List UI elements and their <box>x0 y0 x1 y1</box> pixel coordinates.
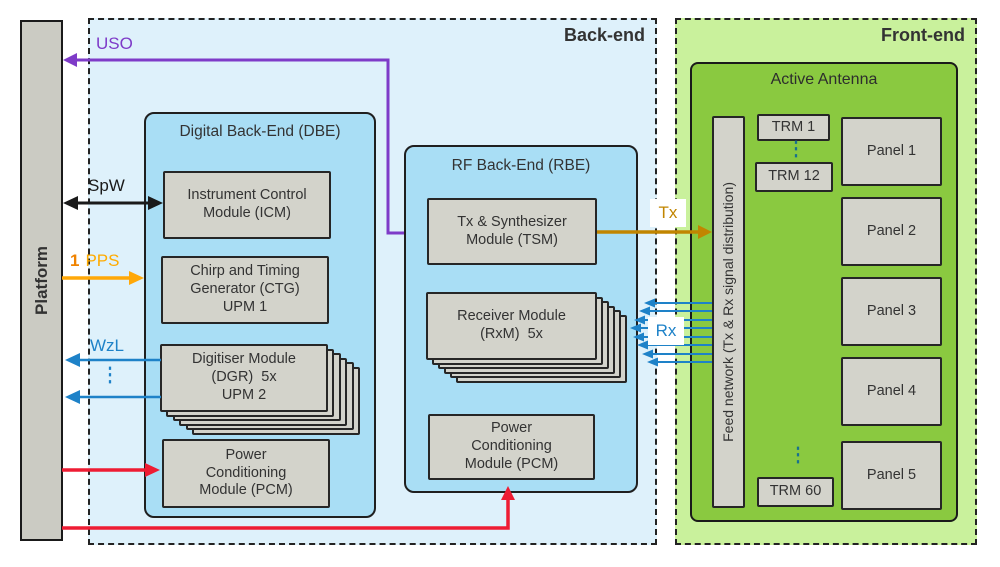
frontend-label: Front-end <box>881 25 965 45</box>
dgr-module-stack: Digitiser Module (DGR) 5x UPM 2 <box>160 344 372 439</box>
panel-box: Panel 5 <box>841 441 942 510</box>
platform-label: Platform <box>31 246 51 315</box>
ctg-module: Chirp and Timing Generator (CTG) UPM 1 <box>161 256 329 324</box>
panel-box: Panel 2 <box>841 197 942 266</box>
rx-label: Rx <box>648 317 684 345</box>
dbe-title: Digital Back-End (DBE) <box>179 123 341 140</box>
panel-box: Panel 3 <box>841 277 942 346</box>
pcm-module-dbe: Power Conditioning Module (PCM) <box>162 439 330 508</box>
tx-label: Tx <box>650 199 686 227</box>
dgr-module: Digitiser Module (DGR) 5x UPM 2 <box>160 344 328 412</box>
pps-prefix: 1 <box>70 251 80 270</box>
uso-label: USO <box>96 34 133 53</box>
rxm-module-stack: Receiver Module (RxM) 5x <box>426 292 638 387</box>
spw-label: SpW <box>88 176 125 195</box>
rxm-module: Receiver Module (RxM) 5x <box>426 292 597 360</box>
pps-text: PPS <box>85 251 120 270</box>
trm-dots: ⋮ <box>790 444 806 466</box>
wzl-dots: ⋮ <box>102 364 118 386</box>
platform-box: Platform <box>20 20 63 541</box>
panel-box: Panel 4 <box>841 357 942 426</box>
wzl-label: WzL <box>90 336 124 355</box>
feed-network-box: Feed network (Tx & Rx signal distributio… <box>712 116 745 508</box>
tsm-module: Tx & Synthesizer Module (TSM) <box>427 198 597 265</box>
trm-12-box: TRM 12 <box>755 162 833 192</box>
icm-module: Instrument Control Module (ICM) <box>163 171 331 239</box>
pps-label: 1 PPS <box>70 251 120 271</box>
feed-network-label: Feed network (Tx & Rx signal distributio… <box>719 182 736 442</box>
backend-label: Back-end <box>563 25 645 45</box>
trm-60-box: TRM 60 <box>757 477 834 507</box>
pcm-module-rbe: Power Conditioning Module (PCM) <box>428 414 595 480</box>
trm-1-box: TRM 1 <box>757 114 830 141</box>
panel-box: Panel 1 <box>841 117 942 186</box>
trm-dots: ⋮ <box>788 138 804 160</box>
rbe-title: RF Back-End (RBE) <box>451 157 591 174</box>
active-antenna-title: Active Antenna <box>770 71 878 88</box>
